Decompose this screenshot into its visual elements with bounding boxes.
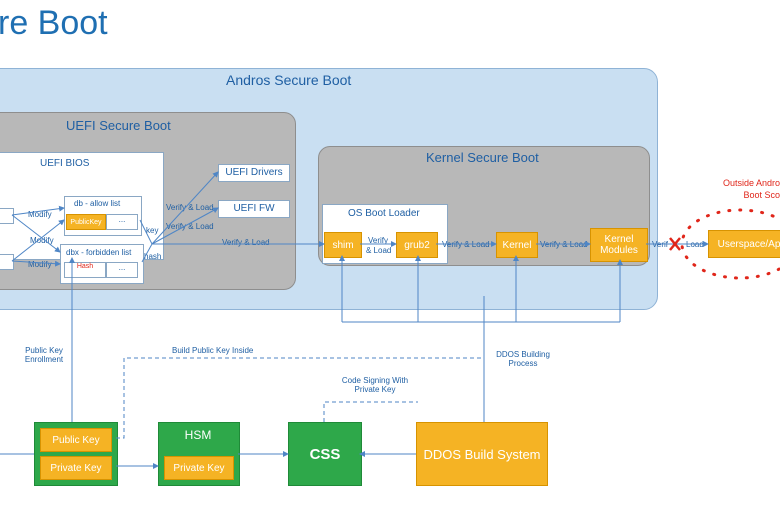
db-ellipsis: ...: [106, 214, 138, 230]
public-key-enrollment-label: Public Key Enrollment: [24, 346, 64, 364]
code-signing-label: Code Signing With Private Key: [341, 376, 409, 394]
outside-scope-line2: Boot Sco: [743, 190, 780, 200]
verify-load-fw: Verify & Load: [166, 222, 214, 231]
hsm-label: HSM: [184, 428, 212, 442]
page-title: re Boot: [0, 4, 108, 42]
verify-label: Verify: [368, 236, 389, 245]
kernel-modules-box: Kernel Modules: [590, 228, 648, 262]
uefi-secure-boot-title: UEFI Secure Boot: [66, 118, 171, 133]
hash-cell: Hash: [64, 262, 106, 278]
modify-label-1: Modify: [28, 210, 52, 219]
uefi-bios-label: UEFI BIOS: [40, 158, 90, 169]
andros-secure-boot-title: Andros Secure Boot: [226, 72, 352, 88]
verify-load-drivers: Verify & Load: [166, 203, 214, 212]
key-label: key: [146, 226, 159, 235]
uefi-fw-box: UEFI FW: [218, 200, 290, 218]
and-load-label: & Load: [366, 246, 392, 255]
os-boot-loader-label: OS Boot Loader: [348, 208, 420, 219]
db-allow-list-label: db - allow list: [74, 199, 121, 208]
hash-label: hash: [144, 252, 162, 261]
dbx-forbidden-list-label: dbx - forbidden list: [66, 248, 132, 257]
dbx-ellipsis: ...: [106, 262, 138, 278]
uefi-drivers-box: UEFI Drivers: [218, 164, 290, 182]
ddos-build-system-box: DDOS Build System: [416, 422, 548, 486]
hsm-private-key-box: Private Key: [164, 456, 234, 480]
kernel-box: Kernel: [496, 232, 538, 258]
modify-label-3: Modify: [28, 260, 52, 269]
private-key-box: Private Key: [40, 456, 112, 480]
ddos-building-process-label: DDOS Building Process: [496, 350, 550, 368]
modify-label-2: Modify: [30, 236, 54, 245]
shim-box: shim: [324, 232, 362, 258]
outside-scope-line1: Outside Andro: [722, 178, 780, 188]
public-key-box: Public Key: [40, 428, 112, 452]
kernel-secure-boot-title: Kernel Secure Boot: [426, 150, 539, 165]
public-key-small: PublicKey: [66, 214, 106, 230]
grub2-box: grub2: [396, 232, 438, 258]
build-public-key-label: Build Public Key Inside: [172, 346, 254, 355]
key-source-box-2: [0, 254, 14, 270]
userspace-box: Userspace/Ap: [708, 230, 780, 258]
verify-load-shim: Verify & Load: [222, 238, 270, 247]
